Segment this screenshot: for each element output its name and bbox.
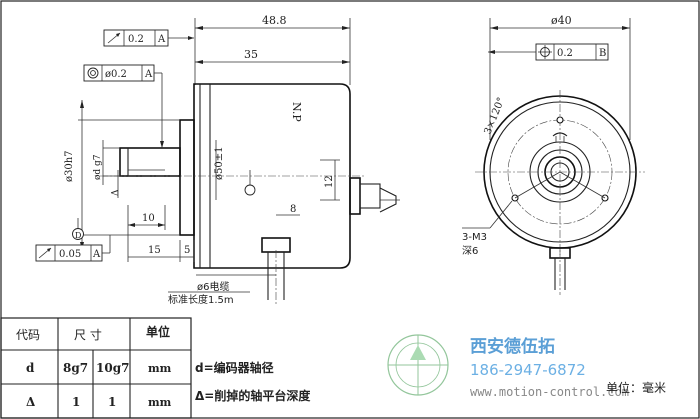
- table-cell: 8g7: [63, 361, 88, 375]
- dim-connector-height: 12: [324, 175, 335, 188]
- dim-shaft-length: 15: [148, 245, 161, 256]
- table-header-unit: 单位: [146, 324, 170, 339]
- datum-a-marker: [244, 184, 256, 196]
- note-delta: Δ=削掉的轴平台深度: [195, 388, 311, 403]
- unit-note: 单位：毫米: [606, 380, 666, 395]
- dim-flange-thickness: 5: [184, 245, 190, 256]
- dim-flat-depth: Δ: [111, 189, 121, 196]
- tol-concentricity-datum: A: [144, 69, 153, 80]
- dim-overall-length: 48.8: [262, 14, 287, 27]
- tol-runout-bottom-datum: A: [92, 249, 101, 260]
- dim-shaft-diameter: ød g7: [93, 154, 103, 180]
- table-header-code: 代码: [16, 328, 40, 342]
- mount-hole-1: [556, 116, 564, 124]
- tol-position-datum: B: [599, 48, 606, 59]
- dim-body-diameter: ø50±1: [214, 147, 225, 181]
- tol-runout-bottom-value: 0.05: [59, 249, 81, 260]
- table-cell: mm: [148, 362, 172, 375]
- tolerance-frame-concentricity: ø0.2 A: [83, 64, 164, 148]
- company-phone: 186-2947-6872: [470, 361, 586, 379]
- dim-gland-offset: 8: [290, 204, 296, 215]
- table-cell: Δ: [26, 395, 35, 409]
- tolerance-frame-runout-bottom: 0.05 A: [35, 235, 111, 262]
- cable-length-note: 标准长度1.5m: [168, 293, 234, 306]
- table-header-size: 尺 寸: [74, 328, 102, 342]
- tolerance-frame-position: 0.2 B: [488, 43, 609, 61]
- company-website: www.motion-control.com: [470, 385, 629, 399]
- datum-d-letter: D: [75, 231, 81, 240]
- side-view: 48.8 35 N.P ø50±1: [35, 14, 400, 306]
- encoder-body: [193, 83, 351, 269]
- tol-concentricity-value: ø0.2: [105, 69, 127, 80]
- dimension-table: 代码 尺 寸 单位 d 8g7 10g7 mm Δ 1 1 mm: [0, 317, 192, 419]
- table-cell: d: [26, 361, 35, 375]
- note-d: d=编码器轴径: [195, 360, 274, 375]
- tol-runout-top-value: 0.2: [128, 34, 144, 45]
- company-name: 西安德伍拓: [470, 336, 555, 357]
- tol-position-value: 0.2: [557, 48, 573, 59]
- dim-front-diameter: ø40: [551, 14, 572, 27]
- table-cell: 1: [72, 395, 80, 409]
- tolerance-frame-runout-top: 0.2 A: [103, 29, 194, 47]
- table-cell: 10g7: [96, 361, 129, 375]
- company-logo: [387, 334, 449, 396]
- hole-depth-note: 深6: [462, 245, 478, 257]
- flange: [179, 119, 195, 236]
- shaft: [119, 147, 181, 177]
- front-view: ø40 0.2 B: [462, 14, 645, 295]
- dim-flat-length: 10: [142, 213, 155, 224]
- hole-thread-note: 3-M3: [462, 232, 487, 243]
- table-cell: 1: [108, 395, 116, 409]
- tol-runout-top-datum: A: [157, 34, 166, 45]
- nameplate-label: N.P: [290, 102, 303, 122]
- datum-d-marker: [72, 228, 84, 240]
- table-cell: mm: [148, 396, 172, 409]
- cable-diameter-note: ø6电缆: [197, 280, 229, 293]
- dim-body-length: 35: [244, 48, 258, 61]
- dim-spigot-diameter: ø30h7: [64, 150, 75, 182]
